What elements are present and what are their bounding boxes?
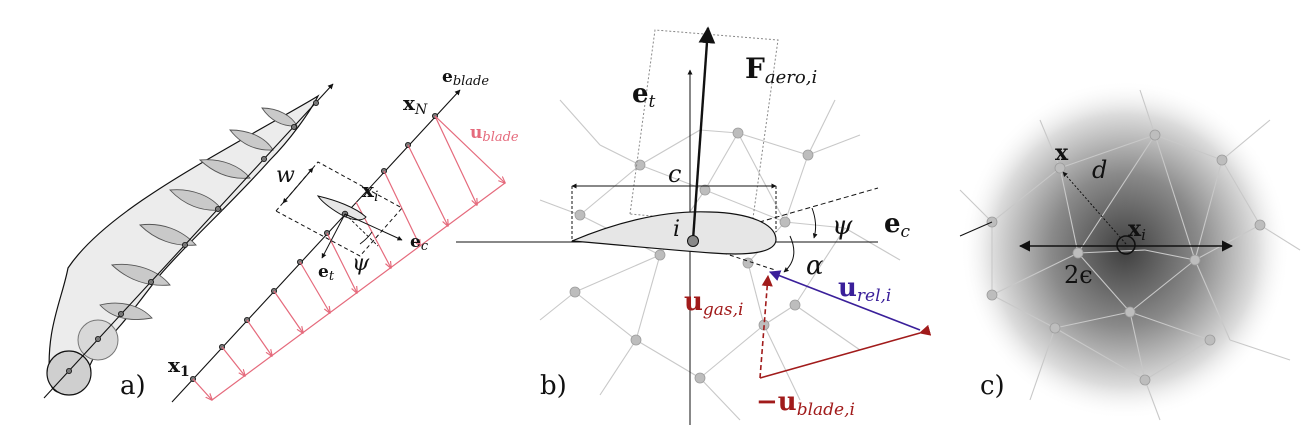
psi-arc-a bbox=[359, 231, 373, 245]
blade-sections bbox=[99, 107, 298, 320]
label-e-blade: eblade bbox=[442, 67, 489, 89]
airfoil-b bbox=[571, 211, 777, 255]
e-t-arrow-a bbox=[321, 213, 346, 259]
psi-arc-b bbox=[811, 207, 818, 239]
label-c: c bbox=[668, 160, 681, 188]
label-psi-a: ψ bbox=[352, 251, 370, 276]
label-x-i-a: xi bbox=[362, 178, 378, 205]
label-alpha: α bbox=[806, 251, 824, 281]
label-x-c: x bbox=[1055, 140, 1069, 166]
label-x-i-c: xi bbox=[1128, 216, 1146, 244]
mesh-b-nodes bbox=[569, 127, 814, 384]
mesh-c-nodes bbox=[986, 129, 1266, 386]
label-x-N: xN bbox=[403, 91, 428, 118]
mesh-b bbox=[539, 99, 901, 421]
blade-dir-dash-a bbox=[344, 213, 379, 247]
width-arrow bbox=[282, 167, 314, 204]
label-e-c-a: ec bbox=[410, 232, 429, 254]
u-blade-neg-arrow bbox=[759, 324, 932, 379]
label-e-t-b: et bbox=[632, 79, 656, 112]
label-i: i bbox=[673, 217, 680, 242]
label-u-blade: ublade bbox=[470, 123, 519, 145]
label-e-t-a: et bbox=[318, 262, 335, 284]
label-e-c-b: ec bbox=[884, 209, 911, 242]
u-rel-arrow bbox=[768, 270, 921, 331]
blade-nodes bbox=[66, 100, 319, 374]
label-w: w bbox=[276, 163, 295, 188]
edge-left-c bbox=[959, 221, 993, 237]
label-u-gas: ugas,i bbox=[684, 287, 744, 320]
panel-c-tag: c) bbox=[980, 371, 1005, 401]
node-i-b bbox=[687, 235, 699, 247]
blade-axis bbox=[43, 83, 334, 399]
force-arrow bbox=[691, 26, 716, 241]
label-u-rel: urel,i bbox=[838, 273, 891, 306]
panel-c: x d xi 2ϵ c) bbox=[959, 80, 1301, 421]
label-psi-b: ψ bbox=[832, 211, 853, 241]
mesh-c bbox=[959, 89, 1301, 421]
u-gas-arrow bbox=[759, 274, 773, 379]
label-d: d bbox=[1092, 156, 1107, 184]
label-2eps: 2ϵ bbox=[1064, 261, 1093, 289]
panel-a-tag: a) bbox=[120, 371, 146, 401]
panel-b: Faero,i et c i ψ ec α urel,i ugas,i −ubl… bbox=[456, 26, 932, 425]
label-u-blade-neg: −ublade,i bbox=[756, 387, 855, 420]
e-c-arrow-a bbox=[344, 213, 403, 241]
panel-a: eblade xN ublade w xi ec et ψ x1 a) bbox=[43, 67, 519, 403]
label-x-1: x1 bbox=[168, 353, 190, 380]
alpha-arc-b bbox=[783, 235, 795, 273]
node-xi-c bbox=[1116, 235, 1136, 255]
actuator-line bbox=[171, 89, 461, 403]
label-F-aero: Faero,i bbox=[745, 52, 817, 88]
airfoil-small bbox=[316, 195, 367, 221]
panel-b-tag: b) bbox=[540, 371, 567, 401]
